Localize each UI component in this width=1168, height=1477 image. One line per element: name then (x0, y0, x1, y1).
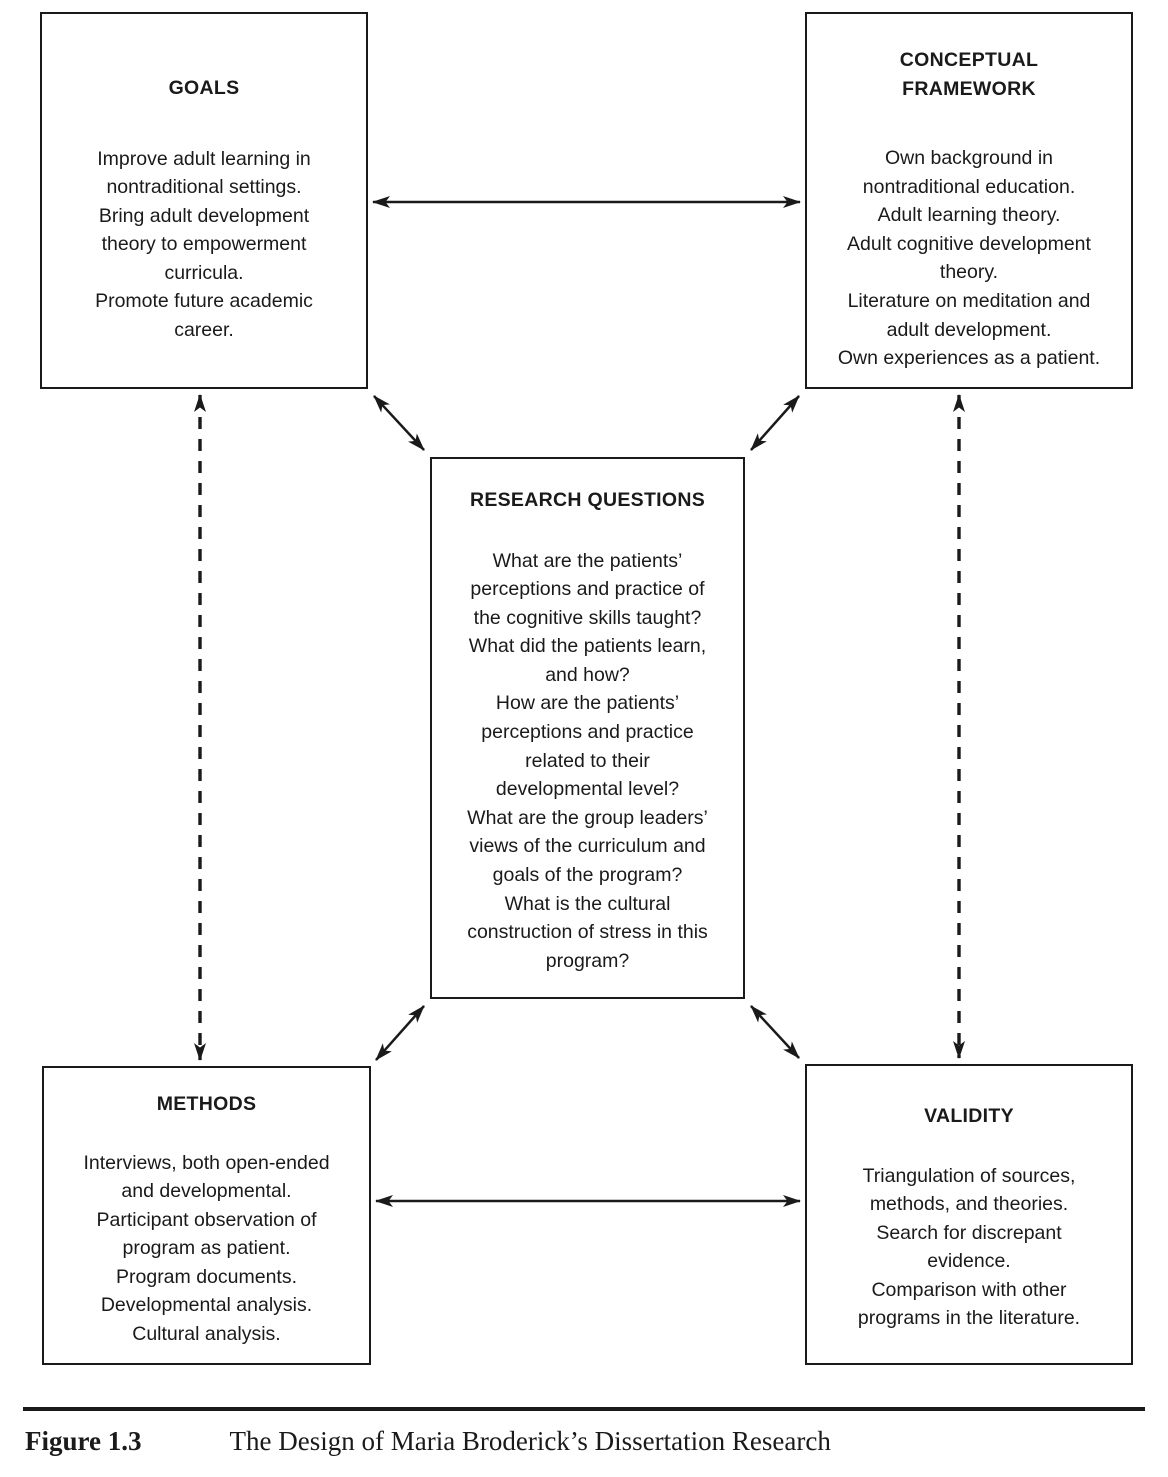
arrow-research-questions-methods (375, 1005, 425, 1061)
conceptual-framework-box: CONCEPTUAL FRAMEWORK Own background in n… (805, 12, 1133, 389)
figure-caption-text: The Design of Maria Broderick’s Disserta… (229, 1426, 831, 1456)
methods-body: Interviews, both open-ended and developm… (83, 1151, 330, 1346)
research-questions-title: RESEARCH QUESTIONS (469, 489, 706, 511)
arrows-layer (194, 196, 965, 1207)
research-questions-box: RESEARCH QUESTIONS What are the patients… (430, 457, 745, 999)
figure-caption-label: Figure 1.3 (25, 1426, 142, 1456)
validity-title: VALIDITY (924, 1105, 1014, 1127)
arrow-goals-research-questions (373, 395, 425, 451)
goals-box: GOALS Improve adult learning in nontradi… (40, 12, 368, 389)
validity-body: Triangulation of sources, methods, and t… (857, 1164, 1081, 1330)
conceptual-framework-body: Own background in nontraditional educati… (837, 147, 1101, 370)
methods-title: METHODS (156, 1093, 257, 1115)
research-questions-body: What are the patients’ perceptions and p… (467, 549, 708, 972)
arrow-research-questions-validity (750, 1005, 800, 1059)
arrow-conceptual-framework-research-questions (750, 395, 800, 451)
figure-caption: Figure 1.3 The Design of Maria Broderick’… (25, 1424, 1145, 1458)
methods-box: METHODS Interviews, both open-ended and … (42, 1066, 371, 1365)
validity-box: VALIDITY Triangulation of sources, metho… (805, 1064, 1133, 1365)
goals-body: Improve adult learning in nontraditional… (95, 147, 313, 342)
caption-rule (23, 1407, 1145, 1411)
goals-title: GOALS (168, 77, 240, 99)
conceptual-framework-title: CONCEPTUAL FRAMEWORK (899, 49, 1039, 100)
